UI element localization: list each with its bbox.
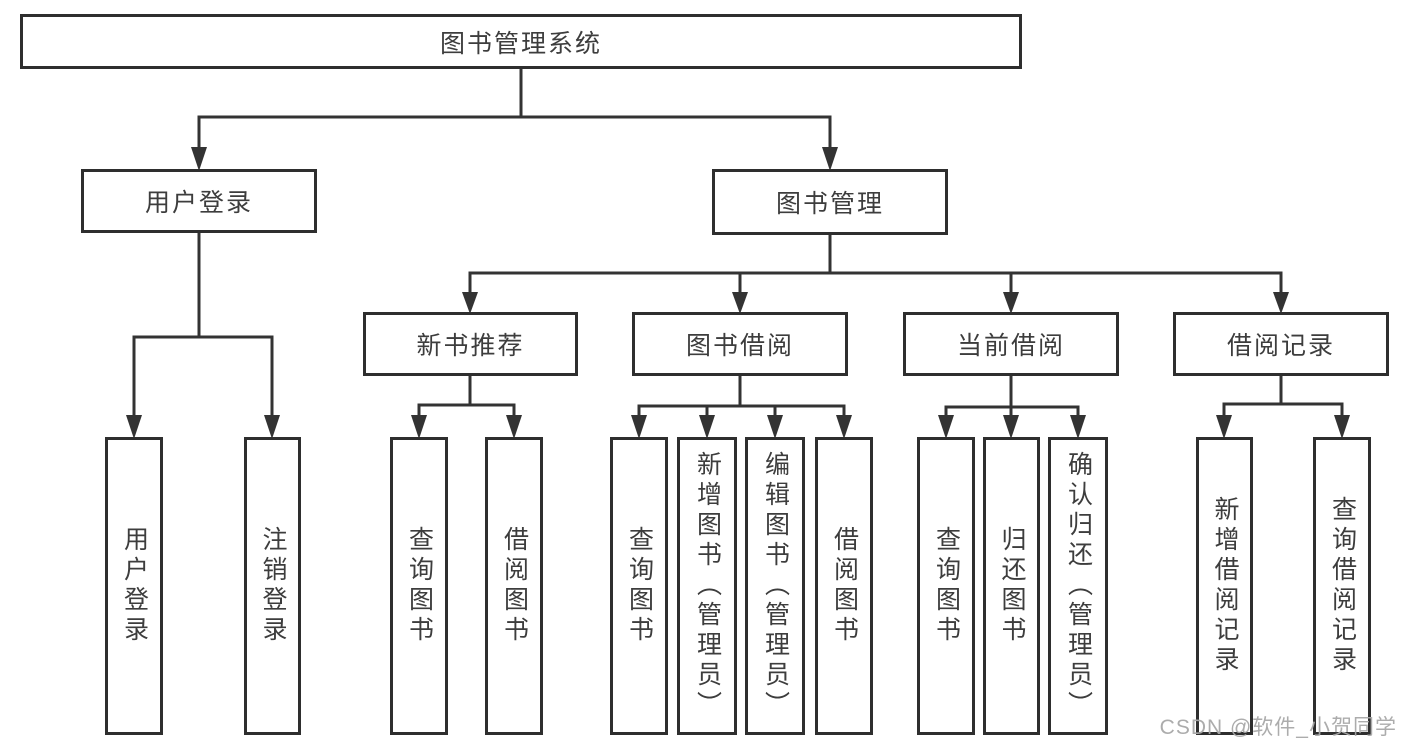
node-new-book-recommend: 新书推荐 xyxy=(363,312,578,376)
node-new-book-recommend-label: 新书推荐 xyxy=(416,332,525,360)
node-book-management-label: 图书管理 xyxy=(775,190,884,218)
leaf-logout: 注销登录 xyxy=(244,437,301,735)
leaf-return-books: 归还图书 xyxy=(983,437,1040,735)
node-borrowing-records: 借阅记录 xyxy=(1173,312,1389,376)
leaf-query-borrow-record-label: 查询借阅记录 xyxy=(1328,496,1357,676)
arrowheads xyxy=(126,147,1350,439)
leaf-query-books-borrowing: 查询图书 xyxy=(610,437,668,735)
leaf-edit-books-admin-label: 编辑图书（管理员） xyxy=(761,451,790,721)
leaf-query-books-borrowing-label: 查询图书 xyxy=(625,526,654,646)
node-user-login: 用户登录 xyxy=(81,169,317,233)
node-book-borrowing: 图书借阅 xyxy=(632,312,848,376)
leaf-add-books-admin: 新增图书（管理员） xyxy=(677,437,737,735)
leaf-user-login: 用户登录 xyxy=(105,437,163,735)
node-borrowing-records-label: 借阅记录 xyxy=(1226,332,1335,360)
leaf-borrow-books: 借阅图书 xyxy=(815,437,873,735)
leaf-edit-books-admin: 编辑图书（管理员） xyxy=(745,437,805,735)
leaf-query-borrow-record: 查询借阅记录 xyxy=(1313,437,1371,735)
node-root-label: 图书管理系统 xyxy=(439,29,602,58)
leaf-add-books-admin-label: 新增图书（管理员） xyxy=(693,451,722,721)
leaf-borrow-books-recommend: 借阅图书 xyxy=(485,437,543,735)
leaf-borrow-books-label: 借阅图书 xyxy=(830,526,859,646)
csdn-watermark: CSDN @软件_小贺同学 xyxy=(1159,716,1397,739)
leaf-user-login-label: 用户登录 xyxy=(120,526,149,646)
node-current-borrowing-label: 当前借阅 xyxy=(956,332,1065,360)
node-current-borrowing: 当前借阅 xyxy=(903,312,1119,376)
node-root: 图书管理系统 xyxy=(20,14,1022,69)
leaf-return-books-label: 归还图书 xyxy=(998,526,1026,646)
leaf-logout-label: 注销登录 xyxy=(259,526,287,646)
leaf-add-borrow-record: 新增借阅记录 xyxy=(1196,437,1253,735)
leaf-query-books-current-label: 查询图书 xyxy=(932,526,961,646)
leaf-confirm-return-admin: 确认归还（管理员） xyxy=(1048,437,1108,735)
node-book-borrowing-label: 图书借阅 xyxy=(685,332,794,360)
node-book-management: 图书管理 xyxy=(712,169,948,235)
leaf-query-books-recommend: 查询图书 xyxy=(390,437,448,735)
node-user-login-label: 用户登录 xyxy=(144,189,253,217)
leaf-query-books-recommend-label: 查询图书 xyxy=(405,526,434,646)
leaf-borrow-books-recommend-label: 借阅图书 xyxy=(500,526,529,646)
leaf-query-books-current: 查询图书 xyxy=(917,437,975,735)
leaf-add-borrow-record-label: 新增借阅记录 xyxy=(1211,496,1239,676)
leaf-confirm-return-admin-label: 确认归还（管理员） xyxy=(1064,451,1093,721)
